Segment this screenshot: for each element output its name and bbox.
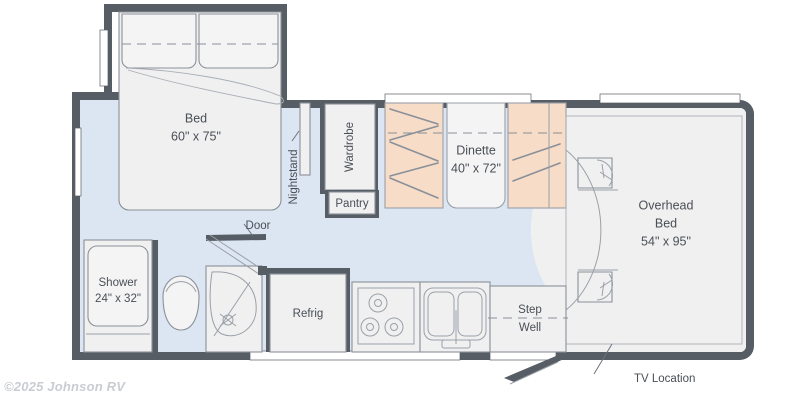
pantry-assembly: Pantry	[325, 190, 379, 218]
dinette-seat-right	[507, 102, 567, 209]
burner-front-right	[384, 317, 404, 337]
bathroom-door-assembly[interactable]: Door	[205, 220, 271, 277]
burner-front-left-center	[366, 323, 374, 331]
refrig-interior	[269, 273, 347, 353]
galley-counter-sink	[419, 281, 491, 353]
nightstand-label: Nightstand	[288, 150, 300, 205]
step-well-assembly: Step Well	[488, 285, 568, 353]
cab-seat-passenger	[577, 269, 618, 303]
wardrobe-interior	[324, 103, 376, 191]
sink-faucet-base	[441, 339, 471, 349]
door-panel-open[interactable]	[206, 234, 266, 241]
dinette-label: Dinette	[456, 143, 496, 157]
galley-counter-stove	[351, 281, 421, 353]
lav-sink-assembly	[205, 265, 263, 353]
bed-label: Bed	[185, 111, 207, 125]
burner-front-right-center	[390, 323, 398, 331]
nightstand-unit	[299, 102, 311, 176]
dinette-seat-left	[384, 102, 444, 209]
door-swing-leaf-2	[209, 234, 267, 273]
bed-dimensions: 60" x 75"	[171, 129, 221, 143]
window-bedroom-left	[99, 29, 109, 87]
lav-counter	[205, 265, 263, 353]
lav-basin	[209, 271, 257, 337]
lav-faucet	[213, 281, 251, 337]
burner-rear-center	[374, 299, 382, 307]
window-top-cab	[599, 93, 741, 104]
nightstand-leader	[291, 130, 300, 142]
step-well-label-2: Well	[519, 322, 541, 334]
burner-rear	[368, 293, 388, 313]
shower-assembly: Shower 24" x 32"	[83, 239, 158, 353]
cab-assembly: Overhead Bed 54" x 95"	[565, 115, 743, 345]
step-well-label-1: Step	[518, 304, 542, 316]
cab-floor-arc	[565, 149, 602, 311]
entry-door-assembly[interactable]	[504, 356, 566, 385]
entry-door-edge	[509, 361, 559, 385]
blanket-fold-upper	[125, 67, 281, 97]
cooktop-frame	[357, 287, 415, 345]
door-jamb	[258, 266, 267, 275]
bath-partition-vertical	[152, 240, 158, 352]
blanket-fold-curl	[275, 95, 284, 105]
window-main-left	[74, 127, 82, 197]
overhead-bed-label-1: Overhead	[639, 198, 694, 212]
refrig-label: Refrig	[293, 308, 324, 320]
lav-handle-b	[219, 313, 237, 327]
dinette-seat-left-slats	[389, 108, 439, 199]
window-top-dinette	[384, 93, 532, 104]
dinette-dimensions: 40" x 72"	[451, 161, 501, 175]
tv-location-callout: TV Location	[593, 343, 695, 385]
nightstand-assembly: Nightstand	[288, 102, 311, 205]
blanket-fold-lower	[127, 69, 277, 105]
toilet-tank	[165, 281, 197, 293]
overhead-bed-outline	[565, 115, 743, 345]
overhead-bed-label-2: Bed	[655, 216, 677, 230]
tv-location-label: TV Location	[634, 373, 695, 385]
tv-location-leader	[593, 343, 613, 375]
entry-door-panel[interactable]	[504, 356, 566, 382]
door-label: Door	[246, 220, 271, 232]
sink-bowl-left	[427, 291, 455, 337]
toilet-assembly	[162, 275, 200, 331]
pantry-label: Pantry	[335, 198, 368, 210]
cooktop-assembly	[351, 281, 421, 353]
copyright-notice: ©2025 Johnson RV	[4, 379, 126, 394]
refrig-assembly: Refrig	[266, 268, 350, 353]
lav-drain-icon	[222, 314, 234, 326]
door-leader	[243, 223, 254, 237]
step-well-area	[489, 285, 567, 353]
dinette-assembly: Dinette 40" x 72"	[384, 102, 567, 209]
bed-assembly: Bed 60" x 75"	[118, 11, 284, 211]
cab-seat-driver	[577, 157, 618, 191]
door-swing-leaf	[205, 238, 263, 277]
wardrobe-assembly: Wardrobe	[320, 100, 378, 194]
sink-bowl-right	[457, 291, 483, 337]
galley-sink-assembly	[419, 281, 491, 353]
pantry-interior	[328, 191, 376, 215]
shower-label: Shower	[99, 277, 138, 289]
dinette-seat-right-slats	[512, 143, 561, 182]
shower-dimensions: 24" x 32"	[95, 293, 141, 305]
overhead-bed-dimensions: 54" x 95"	[641, 234, 691, 248]
pillow-right	[198, 13, 279, 69]
dinette-table	[446, 102, 506, 209]
shower-pan	[87, 245, 149, 327]
toilet-bowl	[162, 275, 200, 331]
burner-front-left	[360, 317, 380, 337]
wardrobe-label: Wardrobe	[344, 122, 356, 172]
pillow-left	[121, 13, 197, 69]
